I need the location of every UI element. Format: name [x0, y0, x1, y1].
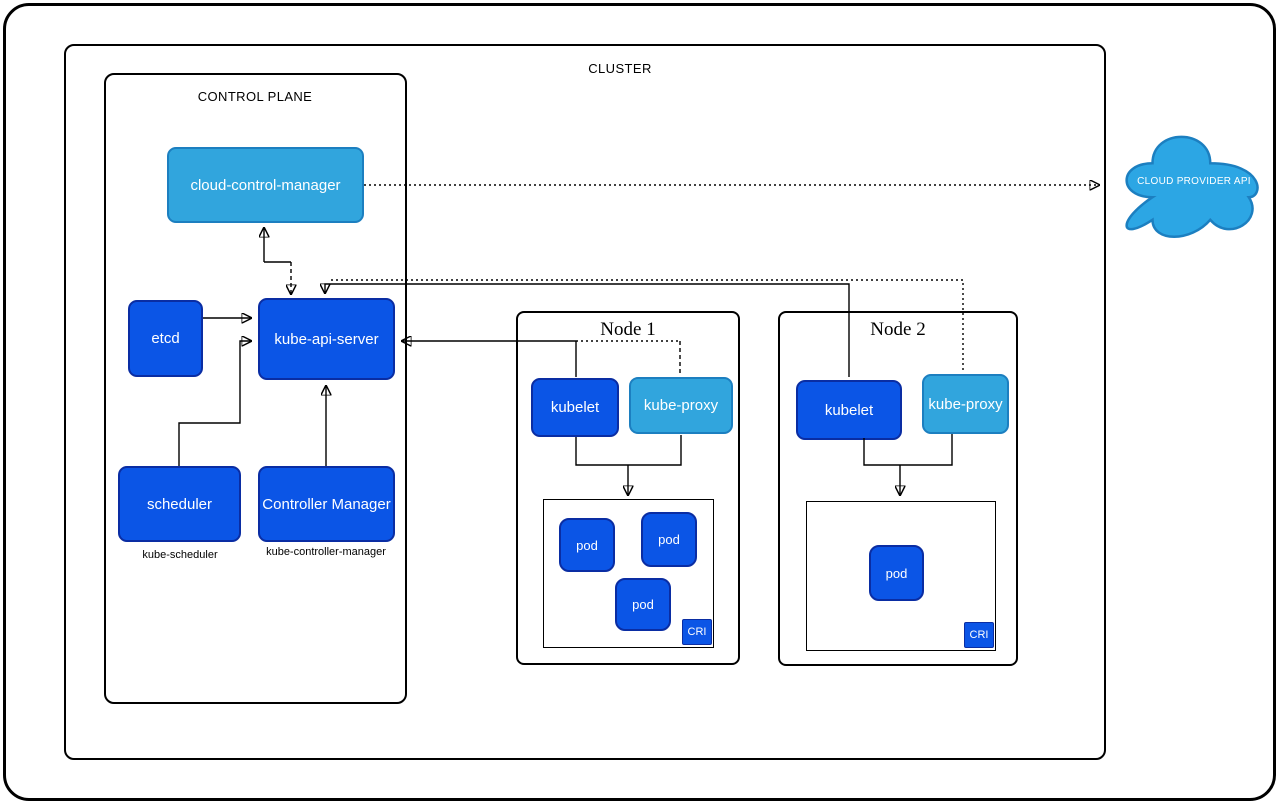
kube-controller-manager-caption: kube-controller-manager — [266, 546, 386, 558]
cloud-provider-api-label: CLOUD PROVIDER API — [1137, 176, 1251, 187]
kube-api-server-label: kube-api-server — [274, 330, 379, 348]
pod-box: pod — [559, 518, 615, 572]
pod-label: pod — [632, 597, 654, 612]
kubelet-box: kubelet — [531, 378, 619, 437]
kubelet-box: kubelet — [796, 380, 902, 440]
scheduler-box: scheduler — [118, 466, 241, 542]
page-border — [3, 3, 1276, 801]
cluster-label: CLUSTER — [588, 61, 652, 76]
node-2-frame: Node 2 kubelet kube-proxy pod CRI — [778, 311, 1018, 666]
etcd-box: etcd — [128, 300, 203, 377]
kube-proxy-box: kube-proxy — [629, 377, 733, 434]
scheduler-label: scheduler — [146, 495, 213, 513]
controller-manager-label: Controller Manager — [262, 495, 391, 513]
node-2-title: Node 2 — [870, 319, 926, 340]
kube-proxy-box: kube-proxy — [922, 374, 1009, 434]
node-1-title: Node 1 — [600, 319, 656, 340]
kube-proxy-label: kube-proxy — [928, 395, 1003, 413]
cri-label: CRI — [687, 626, 707, 638]
cluster-frame — [64, 44, 1106, 760]
control-plane-label: CONTROL PLANE — [197, 89, 313, 104]
pod-box: pod — [641, 512, 697, 567]
kube-scheduler-caption: kube-scheduler — [142, 549, 218, 561]
cloud-provider-api-shape — [1125, 135, 1259, 238]
kubelet-label: kubelet — [824, 401, 874, 419]
pod-label: pod — [658, 532, 680, 547]
cri-badge: CRI — [682, 619, 712, 645]
pod-label: pod — [885, 565, 908, 581]
pod-box: pod — [869, 545, 924, 601]
cloud-control-manager-label: cloud-control-manager — [190, 176, 341, 194]
cri-container: pod pod pod CRI — [543, 499, 714, 648]
cri-container: pod CRI — [806, 501, 996, 651]
controller-manager-box: Controller Manager — [258, 466, 395, 542]
pod-label: pod — [576, 537, 598, 553]
cloud-icon — [1125, 135, 1259, 238]
etcd-label: etcd — [151, 330, 180, 347]
kubelet-label: kubelet — [550, 399, 600, 416]
kube-proxy-label: kube-proxy — [643, 397, 719, 414]
kube-api-server-box: kube-api-server — [258, 298, 395, 380]
node-1-frame: Node 1 kubelet kube-proxy pod pod pod CR… — [516, 311, 740, 665]
cri-badge: CRI — [964, 622, 994, 648]
cri-label: CRI — [969, 629, 989, 641]
cloud-control-manager-box: cloud-control-manager — [167, 147, 364, 223]
pod-box: pod — [615, 578, 671, 631]
control-plane-frame — [104, 73, 407, 704]
